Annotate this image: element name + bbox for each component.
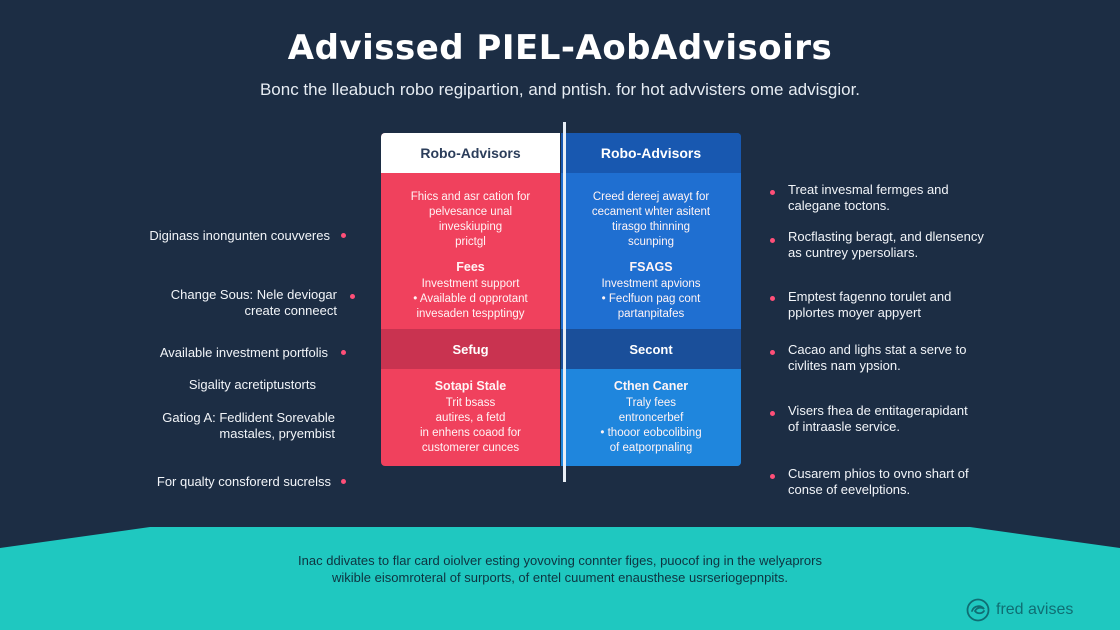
swirl-logo-icon xyxy=(966,598,990,622)
card-right-block-1-line: Creed dereej awayt for xyxy=(592,191,710,203)
card-right-block-3-line: Traly fees xyxy=(625,397,677,409)
comparison-card-left: Robo-Advisors Fhics and asr cation for p… xyxy=(381,133,560,466)
page-title: Advissed PIEL-AobAdvisoirs xyxy=(287,28,833,68)
card-left-block-1: Fhics and asr cation for pelvesance unal… xyxy=(381,190,560,250)
card-left-block-2-label: Fees xyxy=(456,260,485,274)
footer-line: Inac ddivates to flar card oiolver estin… xyxy=(298,553,822,568)
card-right-block-1: Creed dereej awayt for cecament whter as… xyxy=(561,190,741,250)
footer-line: wikible eisomroteral of surports, of ent… xyxy=(332,570,788,585)
left-note: Sigality acretiptustorts xyxy=(188,377,316,392)
card-right-block-2-label: FSAGS xyxy=(629,260,673,274)
card-right-block-3: Cthen Caner Traly fees entroncerbef • th… xyxy=(561,379,741,456)
right-note: Visers fhea de entitagerapidant of intra… xyxy=(788,403,968,434)
card-left-block-1-line: inveskiuping xyxy=(438,221,503,233)
bullet-dot-icon xyxy=(770,190,775,195)
bullet-dot-icon xyxy=(341,233,346,238)
card-left-band: Sefug xyxy=(381,329,560,369)
bullet-dot-icon xyxy=(770,238,775,243)
card-right-block-1-line: cecament whter asitent xyxy=(591,206,711,218)
bullet-dot-icon xyxy=(770,296,775,301)
card-left-block-2-line: invesaden tespptingy xyxy=(416,308,525,320)
bullet-dot-icon xyxy=(770,411,775,416)
bullet-dot-icon xyxy=(770,350,775,355)
left-note: Gatiog A: Fedlident Sorevable mastales, … xyxy=(162,410,335,441)
left-note: Change Sous: Nele deviogar create connee… xyxy=(170,287,337,318)
card-left-block-3-label: Sotapi Stale xyxy=(434,379,507,393)
bullet-dot-icon xyxy=(770,474,775,479)
page-subtitle: Bonc the lleabuch robo regipartion, and … xyxy=(259,80,861,99)
footer-wave-shape xyxy=(0,527,1120,630)
card-left-block-3-line: in enhens coaod for xyxy=(419,427,522,439)
card-left-block-1-line: pelvesance unal xyxy=(428,206,513,218)
card-left-block-1-line: prictgl xyxy=(455,236,486,248)
card-right-band: Secont xyxy=(561,329,741,369)
card-left-block-3-line: customerer cunces xyxy=(421,442,520,454)
card-right-header: Robo-Advisors xyxy=(561,133,741,173)
bullet-dot-icon xyxy=(341,479,346,484)
bullet-dot-icon xyxy=(341,350,346,355)
card-right-block-2: FSAGS Investment apvions • Feclfuon pag … xyxy=(561,260,741,322)
left-note: Diginass inongunten couvveres xyxy=(149,228,330,243)
right-note: Cusarem phios to ovno shart of conse of … xyxy=(788,466,969,497)
left-note: For qualty consforerd sucrelss xyxy=(156,474,331,489)
card-left-block-2-line: Investment support xyxy=(421,278,520,290)
right-note: Treat invesmal fermges and calegane toct… xyxy=(788,182,949,213)
card-left-block-1-line: Fhics and asr cation for xyxy=(410,191,531,203)
bullet-dot-icon xyxy=(350,294,355,299)
comparison-card-right: Robo-Advisors Creed dereej awayt for cec… xyxy=(561,133,741,466)
card-right-block-2-line: • Feclfuon pag cont xyxy=(601,293,701,305)
right-note: Cacao and lighs stat a serve to civlites… xyxy=(788,342,967,373)
card-right-block-2-line: partanpitafes xyxy=(617,308,685,320)
card-right-block-3-line: of eatporpnaling xyxy=(609,442,693,454)
card-right-block-2-line: Investment apvions xyxy=(601,278,701,290)
card-left-block-3-line: Trit bsass xyxy=(445,397,496,409)
card-left-block-3: Sotapi Stale Trit bsass autires, a fetd … xyxy=(381,379,560,456)
card-left-block-3-line: autires, a fetd xyxy=(435,412,506,424)
card-right-block-3-label: Cthen Caner xyxy=(613,379,689,393)
card-right-block-3-line: • thooor eobcolibing xyxy=(600,427,702,439)
card-right-block-3-line: entroncerbef xyxy=(618,412,684,424)
right-note: Emptest fagenno torulet and pplortes moy… xyxy=(788,289,952,320)
card-right-block-1-line: tirasgo thinning xyxy=(612,221,690,233)
card-left-header: Robo-Advisors xyxy=(381,133,560,173)
right-note: Rocflasting beragt, and dlensency as cun… xyxy=(788,229,984,260)
card-divider xyxy=(563,122,566,482)
left-note: Available investment portfolis xyxy=(159,345,328,360)
card-right-lower-panel xyxy=(561,369,741,466)
brand-logo: fred avises xyxy=(966,598,1073,622)
card-left-block-2: Fees Investment support • Available d op… xyxy=(381,260,560,322)
card-left-block-2-line: • Available d opprotant xyxy=(413,293,528,305)
brand-name: fred avises xyxy=(996,601,1074,618)
card-right-block-1-line: scunping xyxy=(627,236,675,248)
footer-text: Inac ddivates to flar card oiolver estin… xyxy=(0,552,1120,586)
